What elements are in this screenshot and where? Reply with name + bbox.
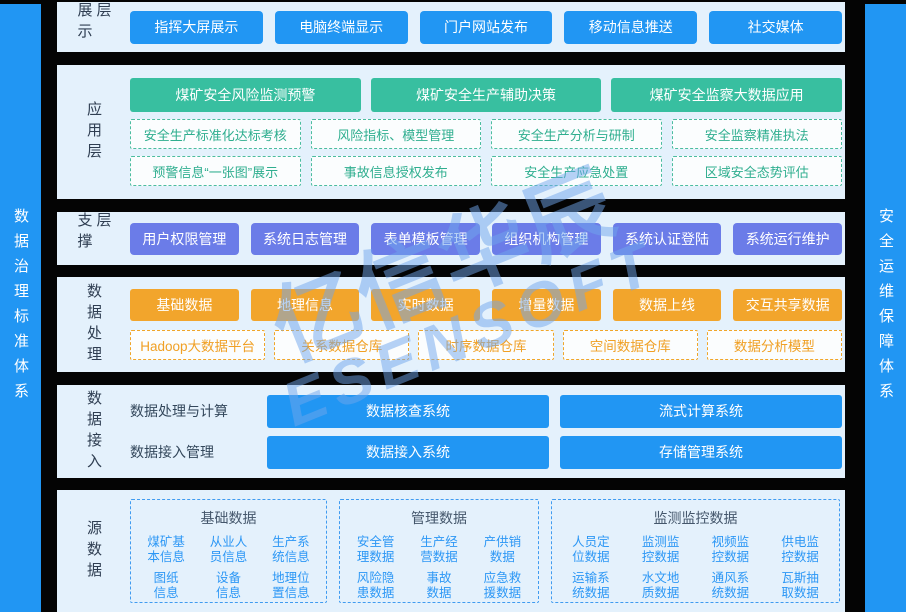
support-node-3: 组织机构管理 xyxy=(492,222,601,255)
source-item: 产供销 数据 xyxy=(483,535,522,564)
source-group-basic: 基础数据 煤矿基 本信息 从业人 员信息 生产系 统信息 图纸 信息 设备 信息… xyxy=(130,499,327,603)
layer-support: 支撑层 用户权限管理 系统日志管理 表单模板管理 组织机构管理 系统认证登陆 系… xyxy=(57,212,845,265)
application-primary-node-2: 煤矿安全监察大数据应用 xyxy=(611,78,843,112)
source-item: 应急救 援数据 xyxy=(483,571,522,600)
application-node-6: 安全生产应急处置 xyxy=(491,156,662,186)
right-pillar-label: 安全运维保障体系 xyxy=(877,208,894,408)
presentation-node-3: 移动信息推送 xyxy=(564,10,698,44)
layer-processing: 数据处理 基础数据 地理信息 实时数据 增量数据 数据上线 交互共享数据 Had… xyxy=(57,277,845,372)
processing-node-4: 数据上线 xyxy=(612,289,722,321)
source-item: 水文地 质数据 xyxy=(641,571,680,600)
source-item: 运输系 统数据 xyxy=(572,571,610,600)
processing-node-0: 基础数据 xyxy=(130,289,239,321)
support-node-4: 系统认证登陆 xyxy=(612,222,722,255)
source-item: 风险隐 患数据 xyxy=(356,571,395,600)
access-sublabel-1: 数据接入管理 xyxy=(130,444,214,460)
application-node-7: 区域安全态势评估 xyxy=(671,156,842,186)
source-group-title: 管理数据 xyxy=(411,510,467,526)
source-item: 人员定 位数据 xyxy=(572,535,610,564)
processing-node-3: 增量数据 xyxy=(492,289,601,321)
processing-node-2: 实时数据 xyxy=(371,289,481,321)
right-pillar: 安全运维保障体系 xyxy=(865,4,906,612)
access-node-3: 存储管理系统 xyxy=(560,435,842,469)
source-group-monitoring: 监测监控数据 人员定 位数据 监测监 控数据 视频监 控数据 供电监 控数据 运… xyxy=(551,499,840,603)
layer-label-presentation: 展示层 xyxy=(75,2,112,44)
application-node-5: 事故信息授权发布 xyxy=(310,156,481,186)
layer-presentation: 展示层 指挥大屏展示 电脑终端显示 门户网站发布 移动信息推送 社交媒体 xyxy=(57,2,845,52)
source-item: 设备 信息 xyxy=(215,571,241,600)
layer-label-application: 应用层 xyxy=(85,100,102,164)
application-node-0: 安全生产标准化达标考核 xyxy=(130,119,301,149)
source-item: 生产经 营数据 xyxy=(420,535,458,564)
processing-dash-node-4: 数据分析模型 xyxy=(706,330,843,360)
support-node-2: 表单模板管理 xyxy=(371,222,481,255)
source-item: 视频监 控数据 xyxy=(711,535,750,564)
layer-access: 数据接入 数据处理与计算 数据核查系统 流式计算系统 数据接入管理 数据接入系统… xyxy=(57,385,845,478)
layer-label-source: 源数据 xyxy=(85,519,102,583)
source-item: 通风系 统数据 xyxy=(711,571,750,600)
application-node-4: 预警信息“一张图”展示 xyxy=(130,156,301,186)
application-node-3: 安全监察精准执法 xyxy=(671,119,842,149)
access-node-2: 数据接入系统 xyxy=(267,435,549,469)
support-node-1: 系统日志管理 xyxy=(250,222,360,255)
source-item: 煤矿基 本信息 xyxy=(147,535,185,564)
source-item: 图纸 信息 xyxy=(153,571,179,600)
source-item: 从业人 员信息 xyxy=(209,535,248,564)
source-group-title: 基础数据 xyxy=(200,510,257,526)
presentation-node-0: 指挥大屏展示 xyxy=(130,10,263,44)
source-item: 安全管 理数据 xyxy=(356,535,395,564)
source-item: 供电监 控数据 xyxy=(781,535,819,564)
processing-dash-node-2: 时序数据仓库 xyxy=(418,330,554,360)
access-sublabel-0: 数据处理与计算 xyxy=(130,403,228,419)
layer-label-support: 支撑层 xyxy=(75,212,112,254)
application-node-2: 安全生产分析与研制 xyxy=(491,119,662,149)
presentation-node-1: 电脑终端显示 xyxy=(274,10,408,44)
application-node-1: 风险指标、模型管理 xyxy=(310,119,481,149)
layer-source: 源数据 基础数据 煤矿基 本信息 从业人 员信息 生产系 统信息 图纸 信息 设… xyxy=(57,490,845,612)
support-node-0: 用户权限管理 xyxy=(130,222,239,255)
source-item: 地理位 置信息 xyxy=(272,571,310,600)
presentation-node-2: 门户网站发布 xyxy=(419,10,553,44)
access-node-0: 数据核查系统 xyxy=(267,394,549,428)
layer-label-access: 数据接入 xyxy=(85,389,102,474)
source-item: 监测监 控数据 xyxy=(641,535,680,564)
processing-dash-node-3: 空间数据仓库 xyxy=(562,330,698,360)
processing-node-5: 交互共享数据 xyxy=(733,289,843,321)
source-item: 生产系 统信息 xyxy=(272,535,310,564)
application-primary-node-0: 煤矿安全风险监测预警 xyxy=(130,78,361,112)
source-group-management: 管理数据 安全管 理数据 生产经 营数据 产供销 数据 风险隐 患数据 事故 数… xyxy=(339,499,539,603)
left-pillar: 数据治理标准体系 xyxy=(0,4,41,612)
support-node-5: 系统运行维护 xyxy=(733,222,843,255)
source-item: 事故 数据 xyxy=(426,571,452,600)
processing-dash-node-0: Hadoop大数据平台 xyxy=(130,330,266,360)
presentation-node-4: 社交媒体 xyxy=(709,10,842,44)
source-item: 瓦斯抽 取数据 xyxy=(781,571,819,600)
layer-label-processing: 数据处理 xyxy=(85,282,102,367)
processing-node-1: 地理信息 xyxy=(250,289,360,321)
left-pillar-label: 数据治理标准体系 xyxy=(12,208,29,408)
processing-dash-node-1: 关系数据仓库 xyxy=(274,330,410,360)
access-node-1: 流式计算系统 xyxy=(560,394,842,428)
application-primary-node-1: 煤矿安全生产辅助决策 xyxy=(370,78,602,112)
source-group-title: 监测监控数据 xyxy=(653,510,738,526)
layer-application: 应用层 煤矿安全风险监测预警 煤矿安全生产辅助决策 煤矿安全监察大数据应用 安全… xyxy=(57,65,845,199)
